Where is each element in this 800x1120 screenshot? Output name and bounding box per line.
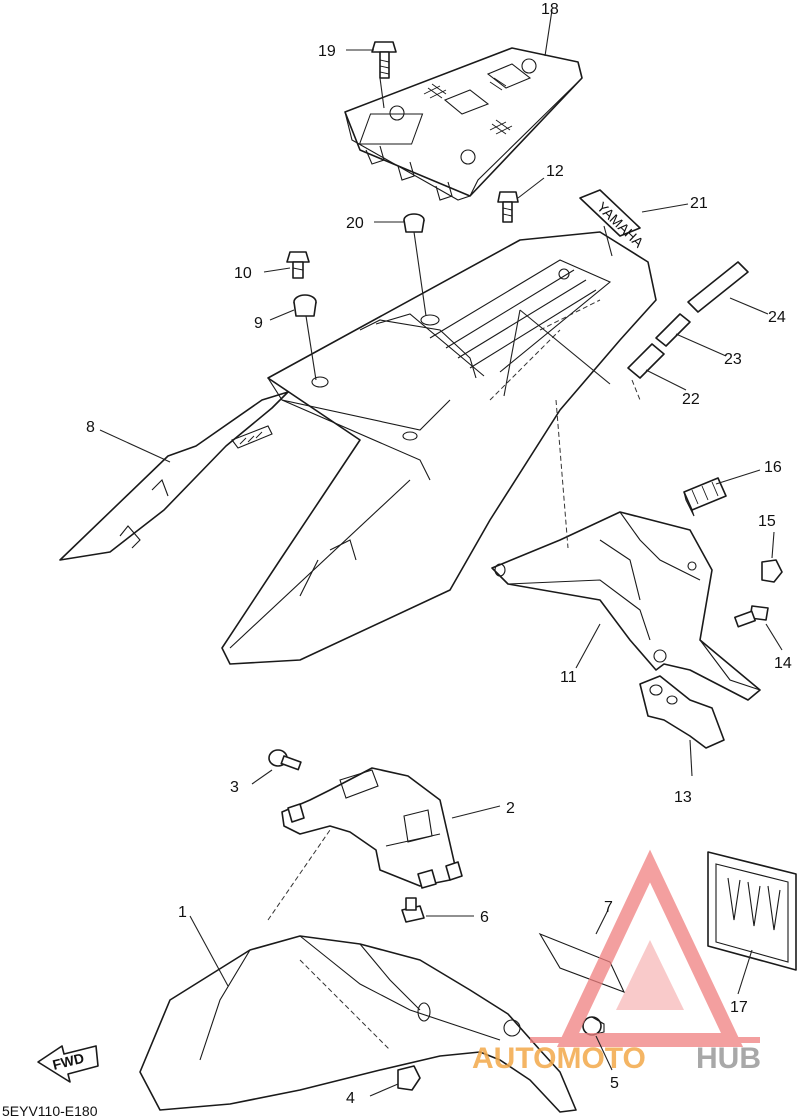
part-label-5: 5	[610, 1075, 619, 1092]
part-label-19: 19	[318, 43, 336, 60]
part-label-16: 16	[764, 459, 782, 476]
grommet-20	[403, 213, 425, 233]
part-label-24: 24	[768, 309, 786, 326]
bolt-6	[401, 897, 425, 923]
grommet-5	[582, 1016, 605, 1036]
tape-strips	[627, 261, 749, 401]
part-label-9: 9	[254, 315, 263, 332]
part-label-20: 20	[346, 215, 364, 232]
rear-carrier	[344, 47, 583, 201]
part-7-outline	[538, 932, 626, 993]
watermark-text-orange: AUTOMOTO	[472, 1042, 646, 1075]
rear-fender	[139, 829, 577, 1113]
bolt-19	[371, 41, 397, 79]
grommet-9	[293, 294, 317, 317]
part-label-18: 18	[541, 1, 559, 18]
tail-bracket	[491, 399, 761, 701]
bolt-14	[734, 605, 769, 628]
part-label-3: 3	[230, 779, 239, 796]
reflector-bracket	[639, 675, 725, 749]
part-label-14: 14	[774, 655, 792, 672]
watermark-text-gray: HUB	[696, 1042, 761, 1075]
part-label-10: 10	[234, 265, 252, 282]
bolt-12	[497, 191, 519, 223]
part-label-13: 13	[674, 789, 692, 806]
rear-cover	[59, 231, 657, 665]
bolt-10	[286, 251, 310, 279]
nut-4	[397, 1065, 421, 1091]
part-label-15: 15	[758, 513, 776, 530]
part-labels: 1 2 3 4 5 6 7 8 9 10 11 12 13 14 15 16 1…	[86, 1, 792, 1107]
part-label-1: 1	[178, 904, 187, 921]
part-label-11: 11	[560, 669, 577, 686]
part-label-6: 6	[480, 909, 489, 926]
part-label-8: 8	[86, 419, 95, 436]
reflector-17	[707, 851, 797, 971]
pad-16	[683, 477, 727, 517]
fwd-label: FWD	[51, 1050, 86, 1073]
diagram-code: 5EYV110-E180	[2, 1103, 98, 1119]
part-label-23: 23	[724, 351, 742, 368]
nut-15	[761, 559, 783, 583]
part-label-7: 7	[604, 899, 613, 916]
part-label-21: 21	[690, 195, 708, 212]
part-label-22: 22	[682, 391, 700, 408]
part-label-2: 2	[506, 800, 515, 817]
part-label-17: 17	[730, 999, 748, 1016]
part-label-4: 4	[346, 1090, 355, 1107]
bracket-2	[281, 767, 463, 889]
leader-lines	[99, 9, 783, 1097]
screw-3	[268, 749, 302, 771]
part-label-12: 12	[546, 163, 564, 180]
watermark-logo	[530, 849, 760, 1047]
fwd-arrow: FWD	[37, 1045, 99, 1083]
